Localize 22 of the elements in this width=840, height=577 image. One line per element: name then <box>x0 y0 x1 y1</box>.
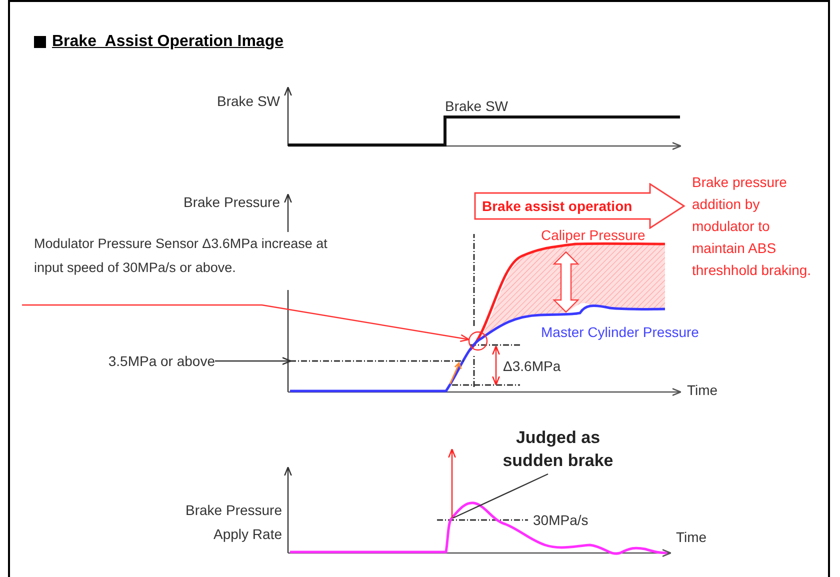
dash-dot-line <box>290 359 466 363</box>
note-text: Brake pressure addition by modulator to maintain ABS threshhold braking. <box>692 173 812 280</box>
signal-label: Brake SW <box>445 97 508 115</box>
leader-line <box>452 473 548 519</box>
arrow-label: Brake assist operation <box>482 197 632 216</box>
leader-line <box>215 357 292 365</box>
curve-label: Master Cylinder Pressure <box>541 323 699 342</box>
threshold-label: 30MPa/s <box>533 511 588 530</box>
axis-label: Brake Pressure <box>182 193 280 212</box>
axis-label: Brake Pressure Apply Rate <box>184 501 282 544</box>
axis-label: Time <box>676 528 707 547</box>
annotation-text: Judged as sudden brake <box>490 426 626 474</box>
title: Brake Assist Operation Image <box>52 32 284 52</box>
highlight-circle <box>468 331 488 351</box>
annotation-text: 3.5MPa or above <box>80 351 215 372</box>
axis-label: Brake SW <box>216 92 280 111</box>
curve-label: Caliper Pressure <box>541 226 646 244</box>
axis-label: Time <box>687 381 718 400</box>
leader-line <box>22 304 470 342</box>
dimension-label: Δ3.6MPa <box>503 357 561 376</box>
block-arrow <box>474 183 686 229</box>
annotation-text: Modulator Pressure Sensor Δ3.6MPa increase at input speed of 30MPa/s or above. <box>22 232 347 305</box>
